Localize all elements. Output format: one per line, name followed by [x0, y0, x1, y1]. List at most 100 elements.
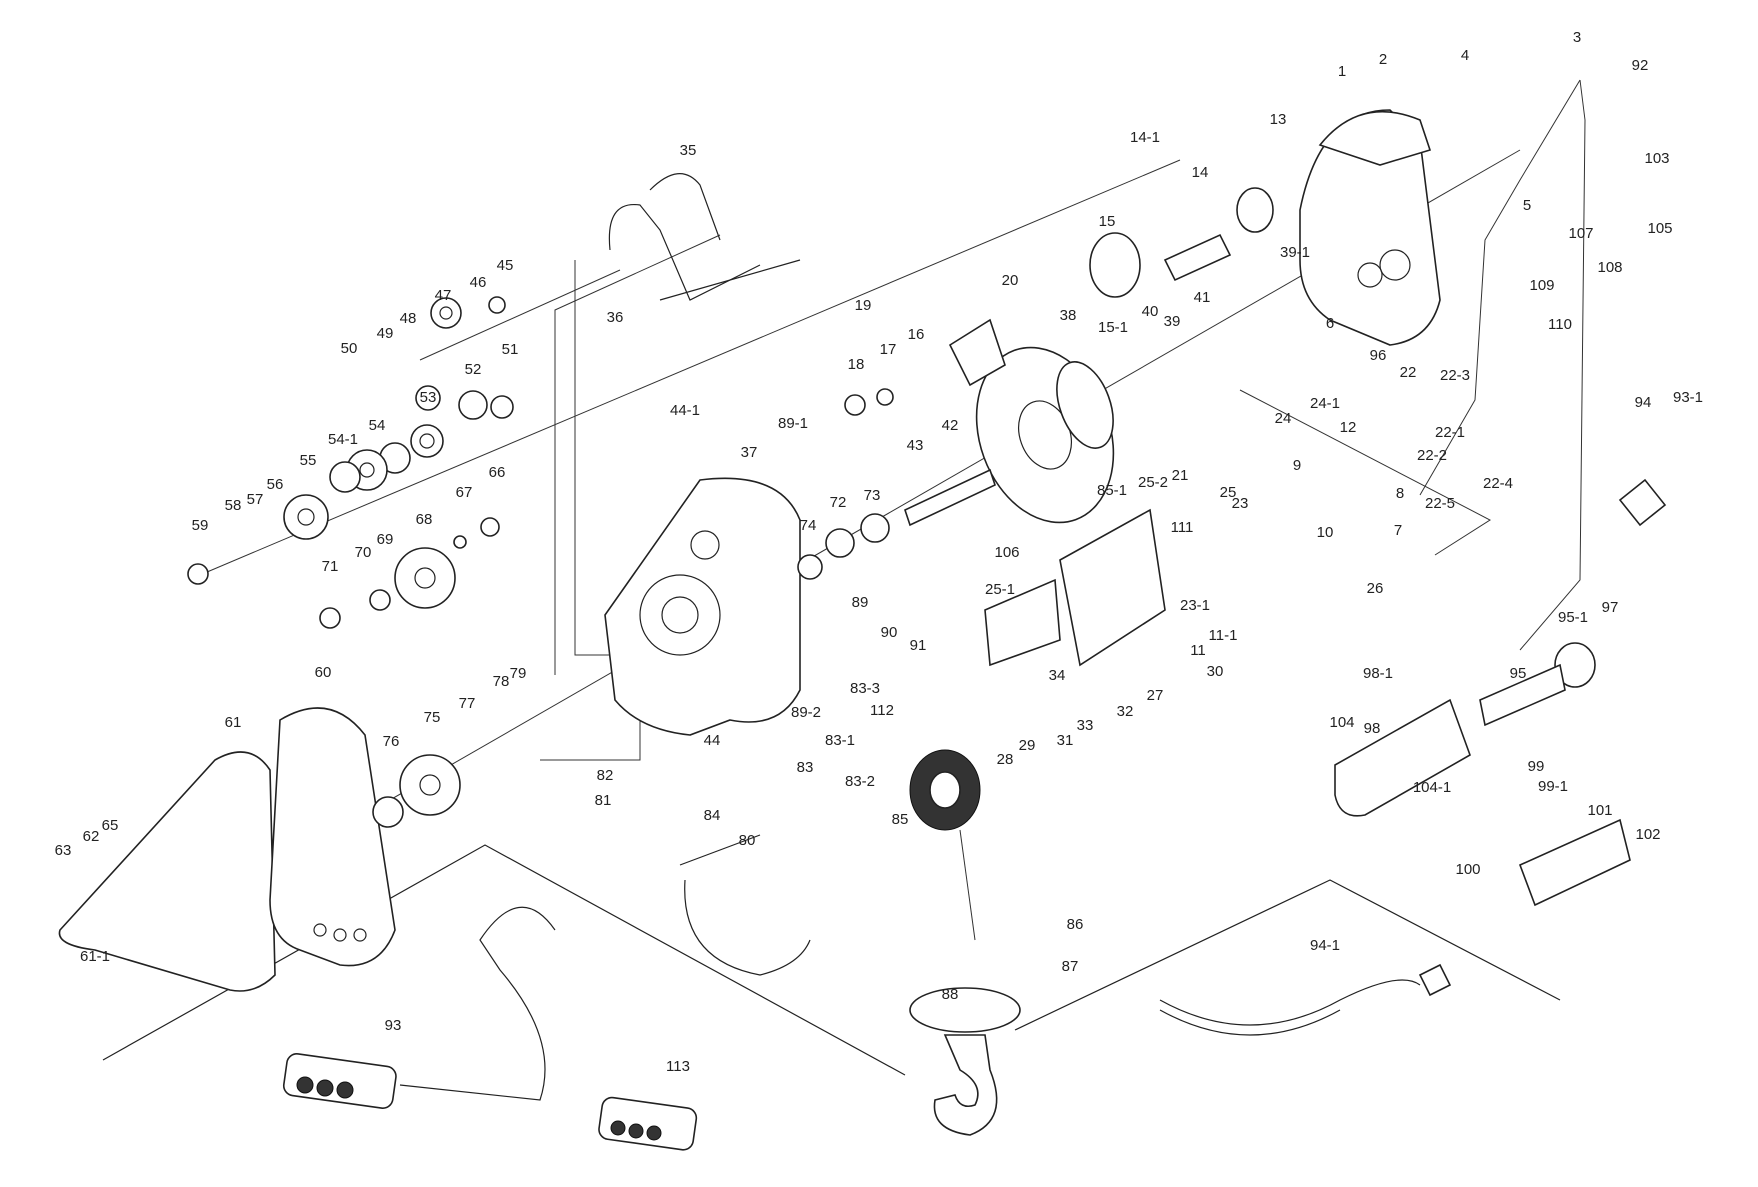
part-label-52: 52: [465, 361, 482, 378]
part-label-24-1: 24-1: [1310, 395, 1340, 412]
motor-housing: [1299, 109, 1441, 346]
part-label-54-1: 54-1: [328, 431, 358, 448]
part-label-22: 22: [1400, 364, 1417, 381]
part-label-84: 84: [704, 807, 721, 824]
part-label-50: 50: [341, 340, 358, 357]
part-label-63: 63: [55, 842, 72, 859]
part-label-48: 48: [400, 310, 417, 327]
part-label-15-1: 15-1: [1098, 319, 1128, 336]
part-label-85-1: 85-1: [1097, 482, 1127, 499]
part-label-46: 46: [470, 274, 487, 291]
part-label-8: 8: [1396, 485, 1404, 502]
part-label-55: 55: [300, 452, 317, 469]
part-label-45: 45: [497, 257, 514, 274]
part-label-76: 76: [383, 733, 400, 750]
part-label-10: 10: [1317, 524, 1334, 541]
part-label-31: 31: [1057, 732, 1074, 749]
part-label-66: 66: [489, 464, 506, 481]
part-label-93: 93: [385, 1017, 402, 1034]
part-label-100: 100: [1455, 861, 1480, 878]
part-label-101: 101: [1587, 802, 1612, 819]
part-label-110: 110: [1548, 316, 1572, 333]
part-label-22-4: 22-4: [1483, 475, 1513, 492]
part-label-95-1: 95-1: [1558, 609, 1588, 626]
part-label-18: 18: [848, 356, 865, 373]
part-label-83-2: 83-2: [845, 773, 875, 790]
part-label-12: 12: [1340, 419, 1357, 436]
part-label-51: 51: [502, 341, 519, 358]
shafts-and-stator: [904, 187, 1274, 527]
part-label-54: 54: [369, 417, 386, 434]
part-label-25: 25: [1220, 484, 1237, 501]
part-label-71: 71: [322, 558, 339, 575]
part-label-39: 39: [1164, 313, 1181, 330]
part-label-96: 96: [1370, 347, 1387, 364]
part-label-86: 86: [1067, 916, 1084, 933]
part-label-95: 95: [1510, 665, 1527, 682]
part-label-26: 26: [1367, 580, 1384, 597]
part-label-108: 108: [1597, 259, 1622, 276]
part-label-89-2: 89-2: [791, 704, 821, 721]
part-label-19: 19: [855, 297, 872, 314]
pendant-controls: [282, 906, 1452, 1151]
part-label-16: 16: [908, 326, 925, 343]
part-label-61-1: 61-1: [80, 948, 110, 965]
part-label-87: 87: [1062, 958, 1079, 975]
part-label-99-1: 99-1: [1538, 778, 1568, 795]
part-label-99: 99: [1528, 758, 1545, 775]
part-label-92: 92: [1632, 57, 1649, 74]
part-label-22-1: 22-1: [1435, 424, 1465, 441]
part-label-22-2: 22-2: [1417, 447, 1447, 464]
part-label-37: 37: [741, 444, 758, 461]
part-label-30: 30: [1207, 663, 1224, 680]
part-label-80: 80: [739, 832, 756, 849]
part-label-2: 2: [1379, 51, 1387, 68]
switch-frame: [984, 508, 1166, 667]
part-label-34: 34: [1049, 667, 1066, 684]
part-label-44-1: 44-1: [670, 402, 700, 419]
part-label-98-1: 98-1: [1363, 665, 1393, 682]
part-label-106: 106: [994, 544, 1019, 561]
part-label-6: 6: [1326, 315, 1334, 332]
part-label-83: 83: [797, 759, 814, 776]
part-label-23-1: 23-1: [1180, 597, 1210, 614]
side-cover: [58, 707, 396, 992]
part-label-20: 20: [1002, 272, 1019, 289]
part-label-56: 56: [267, 476, 284, 493]
part-label-7: 7: [1394, 522, 1402, 539]
part-label-25-1: 25-1: [985, 581, 1015, 598]
gear-train: [187, 296, 894, 828]
part-label-1: 1: [1338, 63, 1346, 80]
part-number-labels: 123456789101111-112131414-11515-11617181…: [55, 29, 1703, 1075]
part-label-9: 9: [1293, 457, 1301, 474]
part-label-77: 77: [459, 695, 476, 712]
part-label-25-2: 25-2: [1138, 474, 1168, 491]
part-label-89: 89: [852, 594, 869, 611]
part-label-111: 111: [1171, 519, 1194, 536]
part-label-53: 53: [420, 389, 437, 406]
part-label-83-3: 83-3: [850, 680, 880, 697]
part-label-85: 85: [892, 811, 909, 828]
part-label-81: 81: [595, 792, 612, 809]
control-box: [1334, 642, 1631, 907]
part-label-91: 91: [910, 637, 927, 654]
part-label-74: 74: [800, 517, 817, 534]
part-label-59: 59: [192, 517, 209, 534]
part-label-93-1: 93-1: [1673, 389, 1703, 406]
part-label-65: 65: [102, 817, 119, 834]
part-label-113: 113: [666, 1058, 690, 1075]
brake-coil: [909, 749, 981, 941]
part-label-98: 98: [1364, 720, 1381, 737]
part-label-43: 43: [907, 437, 924, 454]
part-label-49: 49: [377, 325, 394, 342]
part-label-68: 68: [416, 511, 433, 528]
part-label-83-1: 83-1: [825, 732, 855, 749]
part-label-72: 72: [830, 494, 847, 511]
part-label-22-5: 22-5: [1425, 495, 1455, 512]
part-label-33: 33: [1077, 717, 1094, 734]
part-label-23: 23: [1232, 495, 1249, 512]
part-label-32: 32: [1117, 703, 1134, 720]
part-label-15: 15: [1099, 213, 1116, 230]
part-label-24: 24: [1275, 410, 1292, 427]
